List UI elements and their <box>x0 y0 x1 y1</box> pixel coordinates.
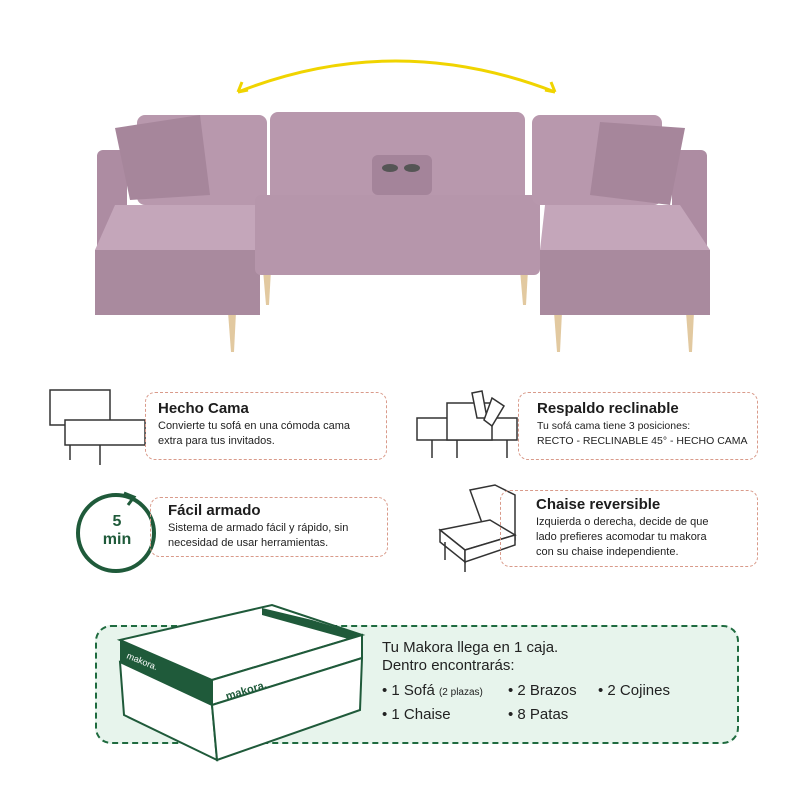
sofa-image <box>95 59 710 352</box>
feature-facil-armado <box>150 497 388 557</box>
feature-title: Chaise reversible <box>536 496 661 513</box>
swap-arrow-icon <box>237 59 556 94</box>
feature-title: Hecho Cama <box>158 400 249 417</box>
box-item: • 1 Sofá (2 plazas) <box>382 682 483 699</box>
reclining-backrest-icon <box>416 390 518 458</box>
chaise-icon <box>438 484 517 572</box>
box-item: • 1 Chaise <box>382 706 451 723</box>
feature-title: Respaldo reclinable <box>537 400 679 417</box>
feature-hecho-cama <box>145 392 387 460</box>
box-line-1: Tu Makora llega en 1 caja. <box>382 639 559 656</box>
feature-title: Fácil armado <box>168 502 261 519</box>
feature-chaise <box>500 490 758 567</box>
timer-icon <box>76 491 156 573</box>
feature-desc: Tu sofá cama tiene 3 posiciones:RECTO - … <box>537 420 748 447</box>
box-line-2: Dentro encontrarás: <box>382 657 515 674</box>
sofa-bed-icon <box>49 389 146 465</box>
box-item: • 2 Brazos <box>508 682 577 699</box>
box-item: • 2 Cojines <box>598 682 670 699</box>
feature-respaldo <box>518 392 758 460</box>
box-item: • 8 Patas <box>508 706 569 723</box>
shipping-box-image: makora. makora. <box>116 603 366 762</box>
